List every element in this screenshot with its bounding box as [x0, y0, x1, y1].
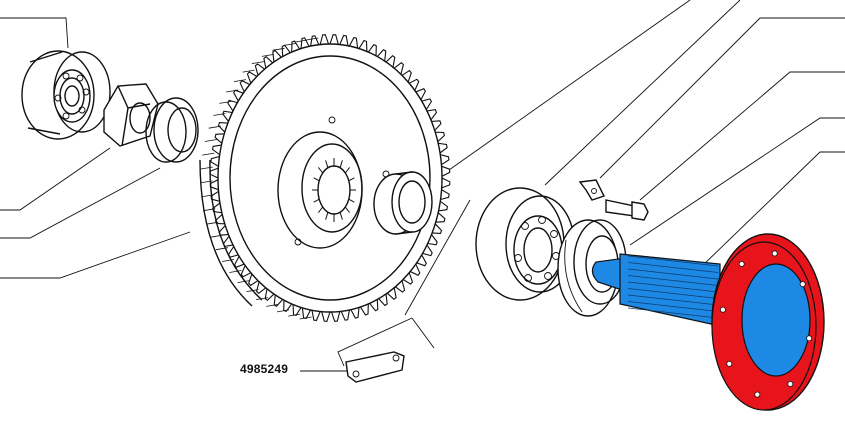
spacer-ring: [373, 171, 433, 235]
flange-bolt-hole: [738, 260, 745, 267]
retaining-plate: [337, 199, 471, 383]
splined-output-shaft: [591, 253, 721, 327]
flange-bolt-hole: [787, 380, 794, 387]
flange-bolt-hole: [771, 250, 778, 257]
locking-tab: [578, 179, 605, 201]
hex-bolt: [605, 199, 649, 221]
flange-bolt-hole: [754, 391, 761, 398]
output-flange: [711, 233, 825, 411]
oil-seal: [557, 219, 627, 317]
flange-bolt-hole: [799, 281, 806, 288]
flange-bolt-hole: [806, 335, 813, 342]
hex-nut: [103, 83, 159, 147]
leader-lines: [0, 0, 845, 372]
part-number-label: 4985249: [240, 362, 289, 376]
right-bearing: [475, 187, 575, 301]
large-spur-gear: [199, 34, 451, 322]
thrust-washer: [145, 97, 199, 163]
flange-bolt-hole: [719, 306, 726, 313]
left-bearing: [21, 50, 111, 140]
flange-bolt-hole: [726, 360, 733, 367]
